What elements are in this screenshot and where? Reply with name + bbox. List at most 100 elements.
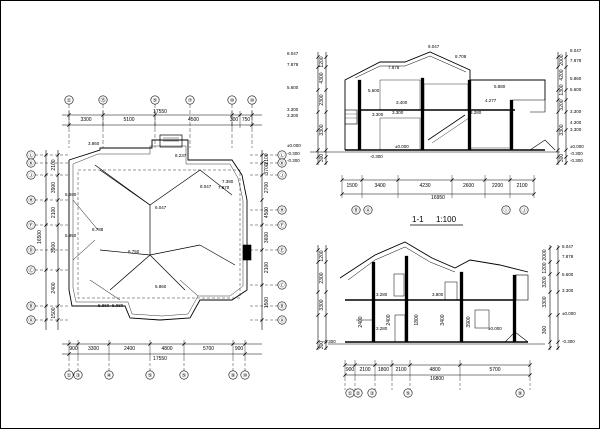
section2-right-dim: 3300 — [542, 296, 548, 307]
dim-tick — [548, 340, 552, 344]
dim-tick — [324, 55, 328, 59]
section2-axis-bubble-label: ⑨ — [518, 391, 523, 397]
section1-left-dim: 1200 — [319, 56, 325, 67]
plan-left-dim: 2100 — [51, 207, 57, 218]
dim-tick — [548, 272, 552, 276]
dim-tick — [556, 88, 560, 92]
dim-tick — [324, 155, 328, 159]
section1-bottom-total: 16950 — [431, 195, 445, 201]
roof-hip — [149, 169, 201, 206]
section1-left-level: -0.300 — [287, 151, 300, 156]
section1-left-dim: 300 — [319, 154, 325, 163]
dim-tick — [324, 290, 328, 294]
dim-tick — [56, 153, 60, 157]
section2-right-level: 3.300 — [562, 288, 574, 293]
section2-right-level: ±0.000 — [562, 311, 576, 316]
dim-tick — [532, 192, 536, 196]
plan-right-dim: 2100 — [264, 262, 270, 273]
plan-bottom-dim: 5700 — [203, 346, 214, 352]
roof-level-label: 7.380 — [222, 179, 234, 184]
axis-bubble-top-label: ⑩ — [250, 98, 255, 104]
axis-bubble-top-label: ⑩ — [230, 98, 235, 104]
section2-inner-dim: 3900 — [466, 316, 472, 327]
dim-tick — [260, 161, 264, 165]
section1-right-level: 4.300 — [570, 120, 582, 125]
dim-tick — [56, 223, 60, 227]
section2-inner-dim: 3400 — [440, 314, 446, 325]
section1-inner-level: 3.300 — [392, 110, 404, 115]
dim-tick — [564, 88, 568, 92]
dim-tick — [548, 313, 552, 317]
dim-tick — [556, 340, 560, 344]
axis-bubble-right-label: Ⓔ — [279, 247, 284, 254]
section1-right-level: ±0.000 — [570, 144, 584, 149]
section2-left-dim: 3300 — [319, 299, 325, 310]
dim-tick — [44, 223, 48, 227]
roof-level-label: 8.237 — [175, 153, 187, 158]
dim-tick — [44, 268, 48, 272]
section1-axis-bubble-label: Ⓑ — [353, 207, 358, 214]
dim-tick — [324, 128, 328, 132]
dim-tick — [556, 155, 560, 159]
section1-roof — [344, 51, 546, 150]
section2-chimney — [515, 274, 529, 301]
section1-axis-bubble-circle — [519, 205, 529, 215]
plan-bottom-dim: 3300 — [88, 346, 99, 352]
dim-tick — [316, 260, 320, 264]
section1-left-level: ±0.000 — [287, 143, 301, 148]
dim-tick — [316, 161, 320, 165]
axis-bubble-left-label: Ⓚ — [28, 160, 33, 167]
section1-inner-level: 3.280 — [470, 110, 482, 115]
dim-tick — [44, 198, 48, 202]
dim-tick — [316, 128, 320, 132]
section2-bottom-dim: 4800 — [429, 367, 440, 373]
section2-inner-level: 3.800 — [432, 292, 444, 297]
section2-left-dim: 2300 — [319, 272, 325, 283]
dim-tick — [564, 98, 568, 102]
dim-tick — [260, 173, 264, 177]
plan-left-dim: 3900 — [51, 182, 57, 193]
dim-tick — [56, 268, 60, 272]
section2-axis-bubble-label: ② — [356, 391, 361, 397]
dim-tick — [56, 173, 60, 177]
plan-bottom-dim: 4800 — [161, 346, 172, 352]
section2-right-level: -0.300 — [562, 339, 575, 344]
section2-door — [393, 273, 405, 297]
plan-top-total: 17550 — [153, 109, 167, 115]
axis-bubble-bottom-label: ⑤ — [148, 373, 153, 379]
section1-right-dim: 3200 — [559, 99, 565, 110]
section2-axis-bubble-circle — [403, 388, 413, 398]
section1-inner-level: 4.277 — [485, 98, 497, 103]
section1-left-dim: 4300 — [319, 72, 325, 83]
roof-level-label: 5.690 — [65, 192, 77, 197]
section1-inner-level: 9.047 — [428, 44, 440, 49]
section2-right-dim: 2000 — [542, 249, 548, 260]
plan-top-dim: 4500 — [188, 117, 199, 123]
section1-room — [423, 83, 469, 111]
dim-tick — [56, 198, 60, 202]
axis-bubble-right-label: Ⓚ — [279, 160, 284, 167]
section1-left-level: 3.300 — [287, 107, 299, 112]
section2-bottom-dim: 2100 — [395, 367, 406, 373]
plan-right-dim: 4500 — [264, 207, 270, 218]
section2-inner-dim: 2400 — [386, 314, 392, 325]
section2-axis-bubble-label: ③ — [370, 391, 375, 397]
dim-tick — [316, 55, 320, 59]
section1-axis-bubble-circle — [363, 205, 373, 215]
roof-hip — [89, 279, 121, 301]
dim-tick — [556, 110, 560, 114]
dim-tick — [316, 313, 320, 317]
section1-right-dim: 1300 — [559, 84, 565, 95]
section2-roof-inner — [347, 246, 456, 281]
section2-bottom-dim: 5700 — [489, 367, 500, 373]
roof-level-label: 8.047 — [200, 184, 212, 189]
axis-bubble-bottom-label: ① — [67, 373, 72, 379]
plan-bottom-dim: 2400 — [124, 346, 135, 352]
section1-axis-bubble-label: Ⓙ — [521, 207, 526, 214]
section1-inner-level: 3.400 — [396, 100, 408, 105]
axis-bubble-right-label: Ⓕ — [279, 222, 284, 229]
plan-left-dim: 3900 — [51, 242, 57, 253]
dim-tick — [556, 246, 560, 250]
dim-tick — [556, 260, 560, 264]
section2-inner-dim: 2400 — [358, 316, 364, 327]
